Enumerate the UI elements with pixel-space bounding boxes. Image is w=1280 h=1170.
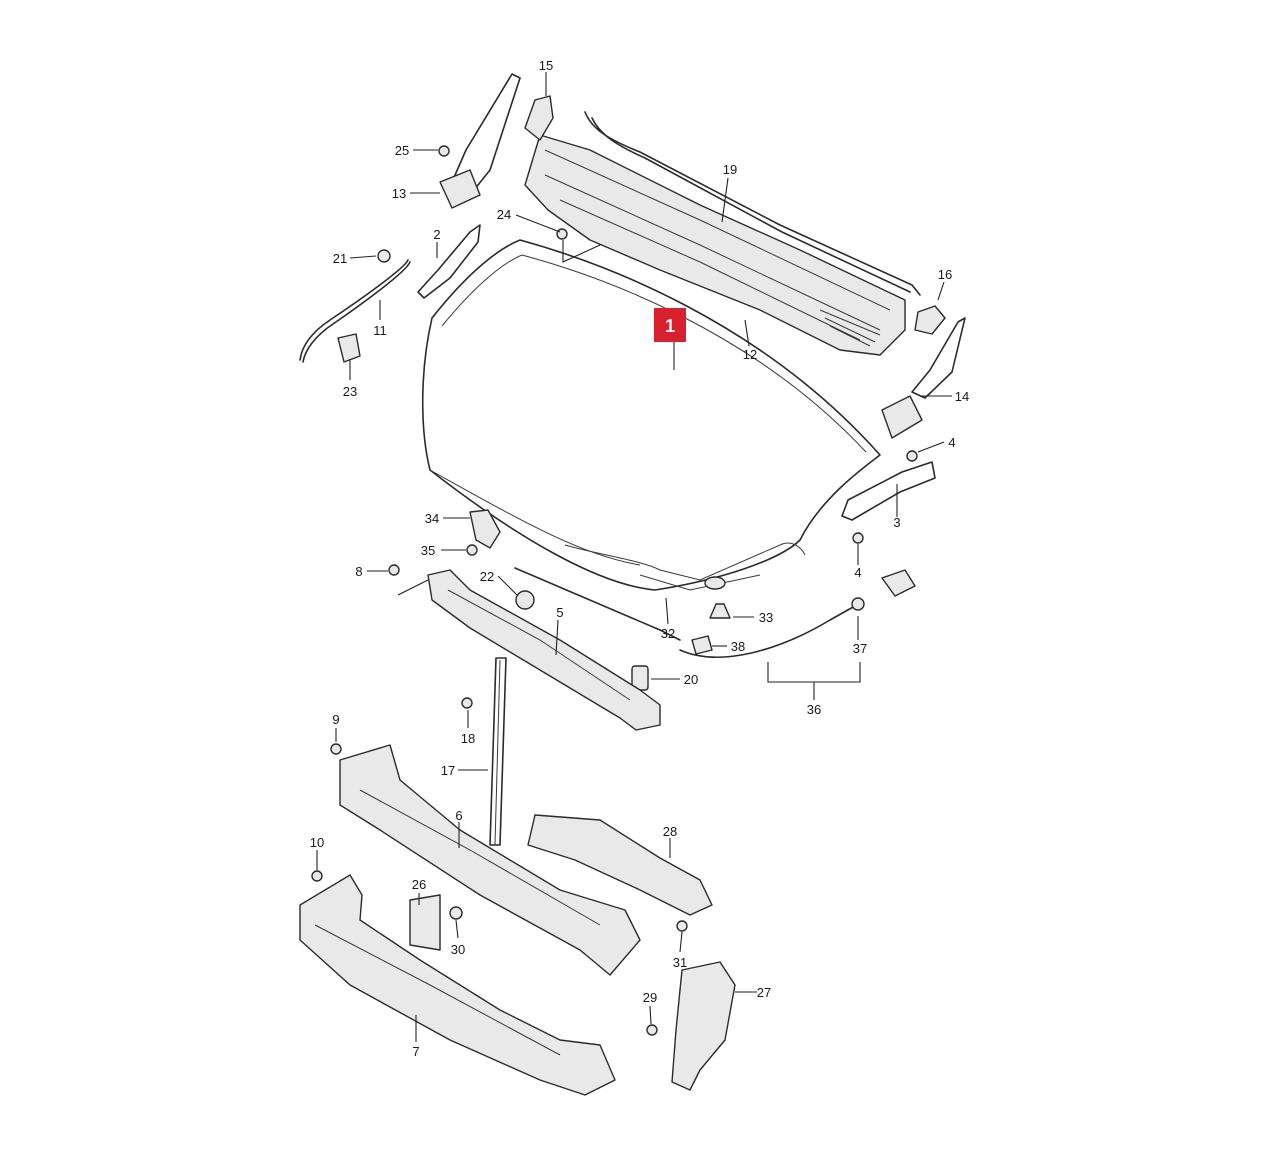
callout-17[interactable]: 17 [441,763,455,778]
callout-25[interactable]: 25 [395,143,409,158]
bolt-29[interactable] [646,1024,658,1036]
callout-35[interactable]: 35 [421,543,435,558]
callout-16[interactable]: 16 [938,267,952,282]
callout-15[interactable]: 15 [539,58,553,73]
bolt-18[interactable] [461,697,473,709]
callout-14[interactable]: 14 [955,389,969,404]
callout-21[interactable]: 21 [333,251,347,266]
bolt-4-upper[interactable] [906,450,918,462]
clip-33[interactable] [709,603,731,619]
bolt-24[interactable] [556,228,568,240]
callout-29[interactable]: 29 [643,990,657,1005]
clip-30[interactable] [449,906,463,920]
callout-6[interactable]: 6 [455,808,462,823]
hood-lock-support[interactable] [427,569,661,731]
cowl-end-bracket-left[interactable] [524,95,554,141]
callout-2[interactable]: 2 [433,227,440,242]
lower-energy-absorber[interactable] [299,874,616,1096]
callout-10[interactable]: 10 [310,835,324,850]
callout-3[interactable]: 3 [893,515,900,530]
callout-27[interactable]: 27 [757,985,771,1000]
cowl-top-panel[interactable] [524,134,906,356]
hood-release-rod[interactable] [514,567,681,641]
callout-23[interactable]: 23 [343,384,357,399]
callout-11[interactable]: 11 [373,323,387,338]
hood-support-rod[interactable] [299,259,411,363]
callout-30[interactable]: 30 [451,942,465,957]
air-guide-upper[interactable] [527,814,713,916]
callout-7[interactable]: 7 [412,1044,419,1059]
bumper-reinforcement[interactable] [339,744,641,976]
bolt-8[interactable] [388,564,400,576]
highlight-box [654,308,686,342]
clip-38[interactable] [691,635,713,655]
callout-4-upper[interactable]: 4 [948,435,955,450]
callout-26[interactable]: 26 [412,877,426,892]
callout-5[interactable]: 5 [556,605,563,620]
callout-38[interactable]: 38 [731,639,745,654]
callout-19[interactable]: 19 [723,162,737,177]
callout-8[interactable]: 8 [355,564,362,579]
rod-holder[interactable] [337,333,361,363]
bumper-22[interactable] [515,590,535,610]
hood-panel[interactable] [421,239,881,591]
callout-12[interactable]: 12 [743,347,757,362]
hood-latch-bracket[interactable] [469,509,501,549]
callout-4-lower[interactable]: 4 [854,565,861,580]
callout-9[interactable]: 9 [332,712,339,727]
callout-33[interactable]: 33 [759,610,773,625]
callout-28[interactable]: 28 [663,824,677,839]
callout-31[interactable]: 31 [673,955,687,970]
leader-lines [316,72,952,1042]
bolt-9[interactable] [330,743,342,755]
callout-32[interactable]: 32 [661,626,675,641]
bolt-31[interactable] [676,920,688,932]
callout-20[interactable]: 20 [684,672,698,687]
callout-22[interactable]: 22 [480,569,494,584]
radiator-support-stay[interactable] [489,657,507,846]
callout-36[interactable]: 36 [807,702,821,717]
callout-1-highlight[interactable]: 1 [654,308,686,342]
hood-release-cable[interactable] [679,569,916,658]
clip-21[interactable] [377,249,391,263]
callout-37[interactable]: 37 [853,641,867,656]
callout-labels: 15 25 13 24 2 21 11 23 19 16 12 14 4 3 4… [310,58,969,1059]
callout-1-label: 1 [665,316,675,336]
callout-24[interactable]: 24 [497,207,511,222]
bolt-4-lower[interactable] [852,532,864,544]
callout-18[interactable]: 18 [461,731,475,746]
cowl-end-bracket-right[interactable] [914,305,946,335]
callout-13[interactable]: 13 [392,186,406,201]
callout-34[interactable]: 34 [425,511,439,526]
cowl-seal-strip[interactable] [584,111,921,296]
hood-hinge-left[interactable] [417,73,521,299]
hood-hinge-right[interactable] [841,317,966,521]
mounting-bracket-26[interactable] [409,894,441,951]
air-guide-side[interactable] [671,961,736,1091]
bolt-35[interactable] [466,544,478,556]
bolt-25[interactable] [438,145,450,157]
nut-10[interactable] [311,870,323,882]
